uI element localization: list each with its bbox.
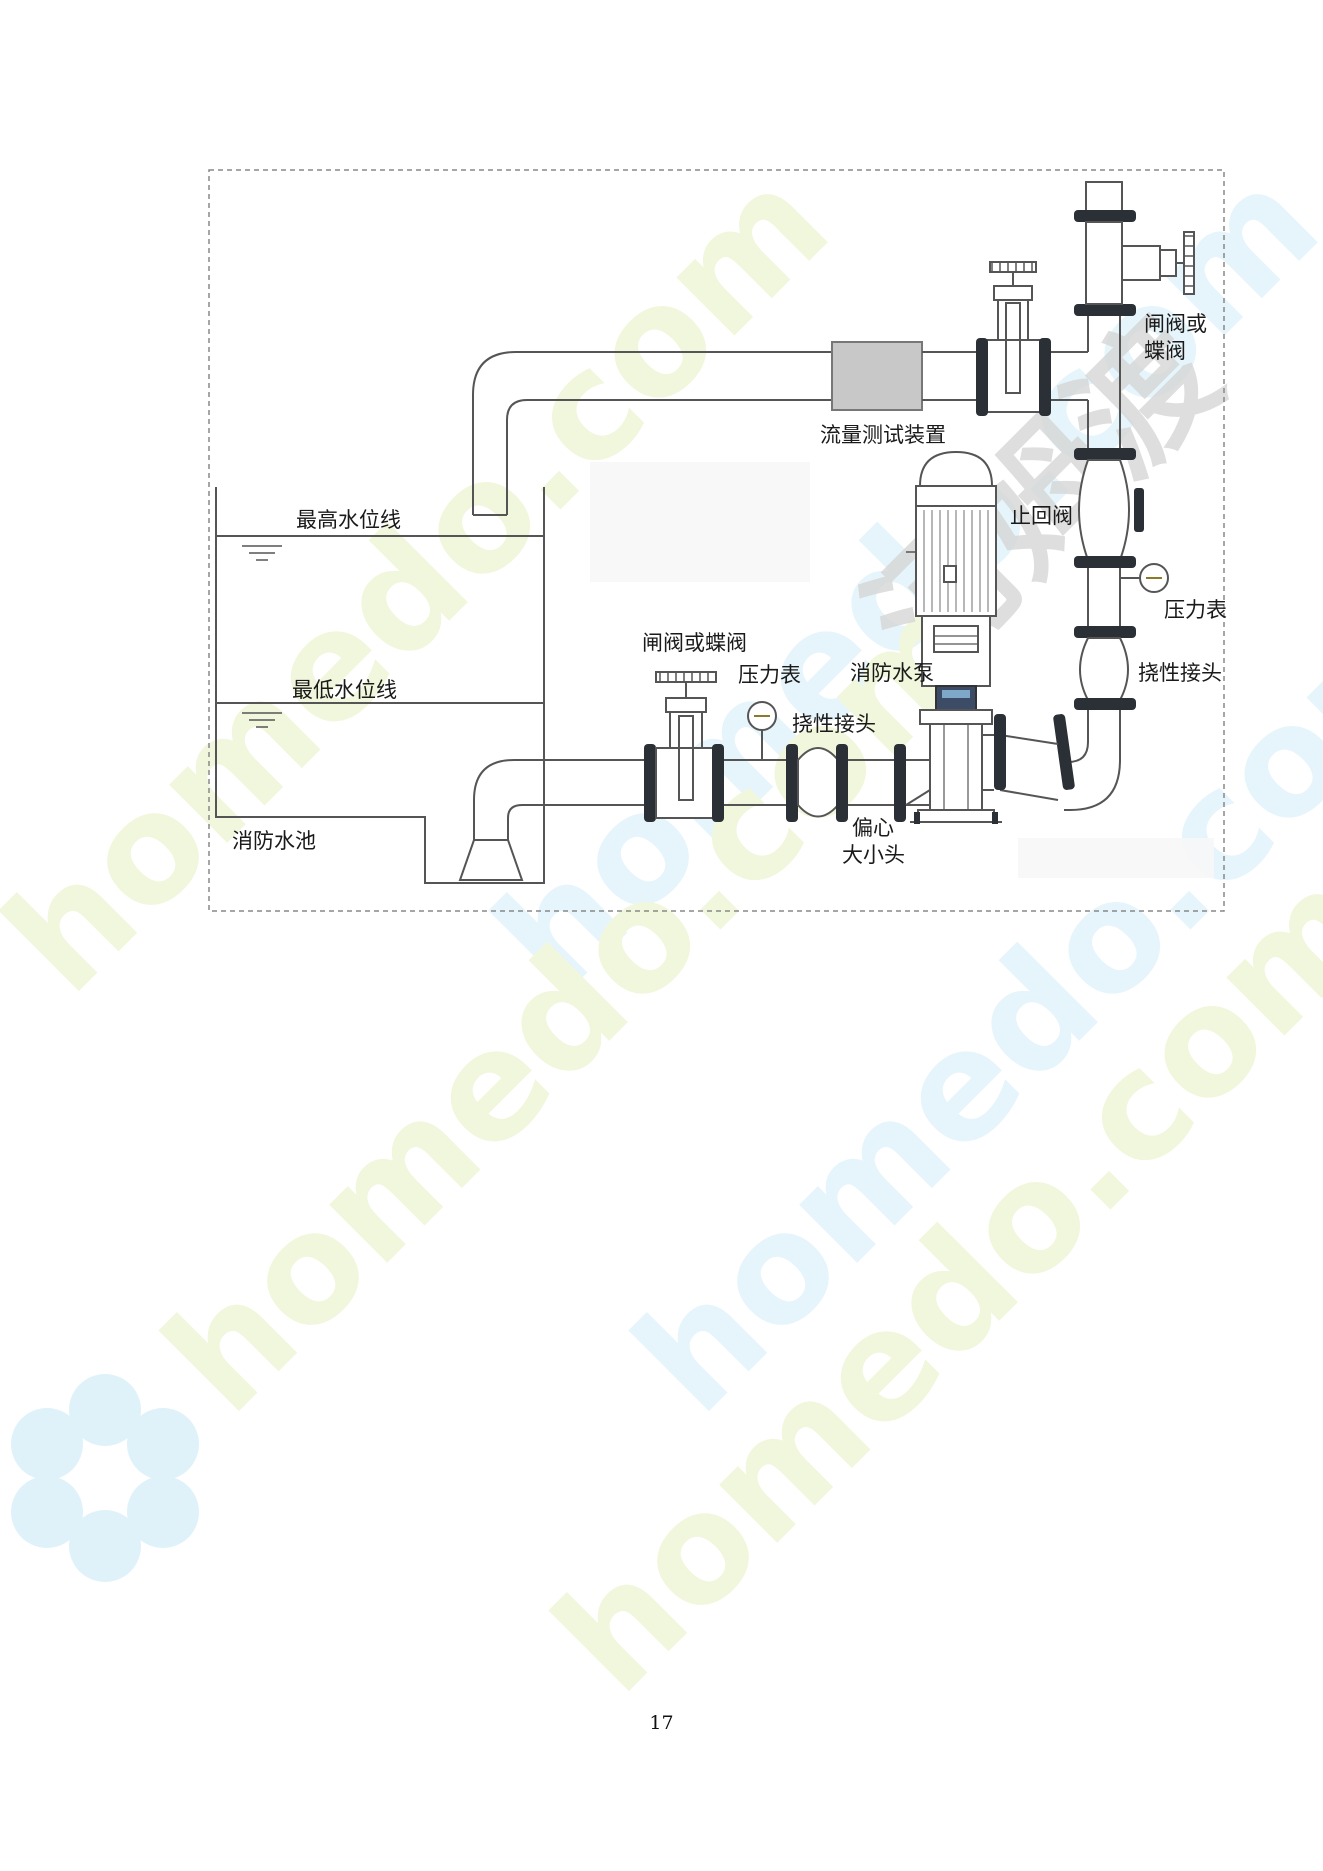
label-flex-joint-left: 挠性接头 bbox=[792, 712, 876, 736]
pump-flange-top bbox=[919, 709, 993, 725]
label-fire-pool: 消防水池 bbox=[232, 829, 316, 853]
label-check-valve: 止回阀 bbox=[1010, 504, 1073, 528]
label-eccentric-reducer-line1: 偏心 bbox=[852, 816, 894, 840]
homedo-flower-icon bbox=[11, 1374, 199, 1582]
pump-casing bbox=[929, 723, 983, 811]
flex-joint-right bbox=[1079, 637, 1129, 701]
gate-valve-riser bbox=[1085, 221, 1195, 305]
flange bbox=[1074, 448, 1136, 460]
gate-valve-bottom bbox=[655, 671, 717, 819]
diagram-border bbox=[208, 169, 1225, 912]
watermark-layer: homedo.com homedo.com homedo.com homedo.… bbox=[0, 136, 1323, 1725]
flow-test-device bbox=[831, 341, 923, 411]
suction-elbow-outer bbox=[473, 759, 644, 840]
flange bbox=[1074, 304, 1136, 316]
erased-patch bbox=[1018, 838, 1214, 878]
test-return-pipe-outer bbox=[472, 351, 832, 515]
flange bbox=[1039, 338, 1051, 416]
water-level-symbol bbox=[242, 712, 282, 728]
test-return-pipe-inner bbox=[506, 399, 832, 515]
flange bbox=[1074, 626, 1136, 638]
fire-pool bbox=[215, 487, 545, 884]
flange bbox=[994, 714, 1006, 790]
label-gate-valve-bottom: 闸阀或蝶阀 bbox=[642, 631, 747, 655]
discharge-elbow-outer bbox=[1064, 710, 1121, 811]
flange bbox=[644, 744, 656, 822]
label-fire-pump: 消防水泵 bbox=[850, 661, 934, 685]
label-flex-joint-right: 挠性接头 bbox=[1138, 661, 1222, 685]
pump-base bbox=[917, 809, 995, 823]
erased-patch bbox=[590, 462, 810, 582]
diagram-labels: 闸阀或 蝶阀 流量测试装置 最高水位线 止回阀 压力表 挠性接头 闸阀或蝶阀 压… bbox=[232, 312, 1227, 867]
label-max-water-level: 最高水位线 bbox=[296, 508, 401, 532]
suction-bell-mouth bbox=[458, 839, 524, 881]
check-valve-cap bbox=[1134, 488, 1144, 532]
label-pressure-gauge-right: 压力表 bbox=[1164, 598, 1227, 622]
gate-valve-top-horizontal bbox=[984, 261, 1042, 413]
label-flow-test-device: 流量测试装置 bbox=[820, 423, 946, 447]
pump-motor-dome bbox=[918, 450, 994, 487]
flange bbox=[1074, 556, 1136, 568]
riser-top-stub bbox=[1085, 181, 1123, 213]
eccentric-reducer bbox=[906, 759, 931, 806]
label-gate-valve-top-line1: 闸阀或 bbox=[1144, 312, 1207, 336]
flange bbox=[894, 744, 906, 822]
label-eccentric-reducer-line2: 大小头 bbox=[842, 843, 905, 867]
fire-pump bbox=[906, 450, 1002, 824]
page-number: 17 bbox=[649, 1712, 674, 1734]
pump-system-diagram bbox=[215, 181, 1195, 884]
water-level-symbol bbox=[242, 545, 282, 561]
flange bbox=[1074, 210, 1136, 222]
label-pressure-gauge-left: 压力表 bbox=[738, 663, 801, 687]
check-valve-body bbox=[1078, 459, 1130, 561]
flange bbox=[786, 744, 798, 822]
flange bbox=[976, 338, 988, 416]
label-min-water-level: 最低水位线 bbox=[292, 678, 397, 702]
suction-elbow-inner bbox=[507, 804, 644, 840]
pump-motor-top bbox=[915, 485, 997, 507]
flange bbox=[1053, 714, 1075, 790]
flange bbox=[712, 744, 724, 822]
flange bbox=[836, 744, 848, 822]
flex-joint-left bbox=[797, 747, 839, 818]
label-gate-valve-top-line2: 蝶阀 bbox=[1144, 339, 1186, 363]
flange bbox=[1074, 698, 1136, 710]
